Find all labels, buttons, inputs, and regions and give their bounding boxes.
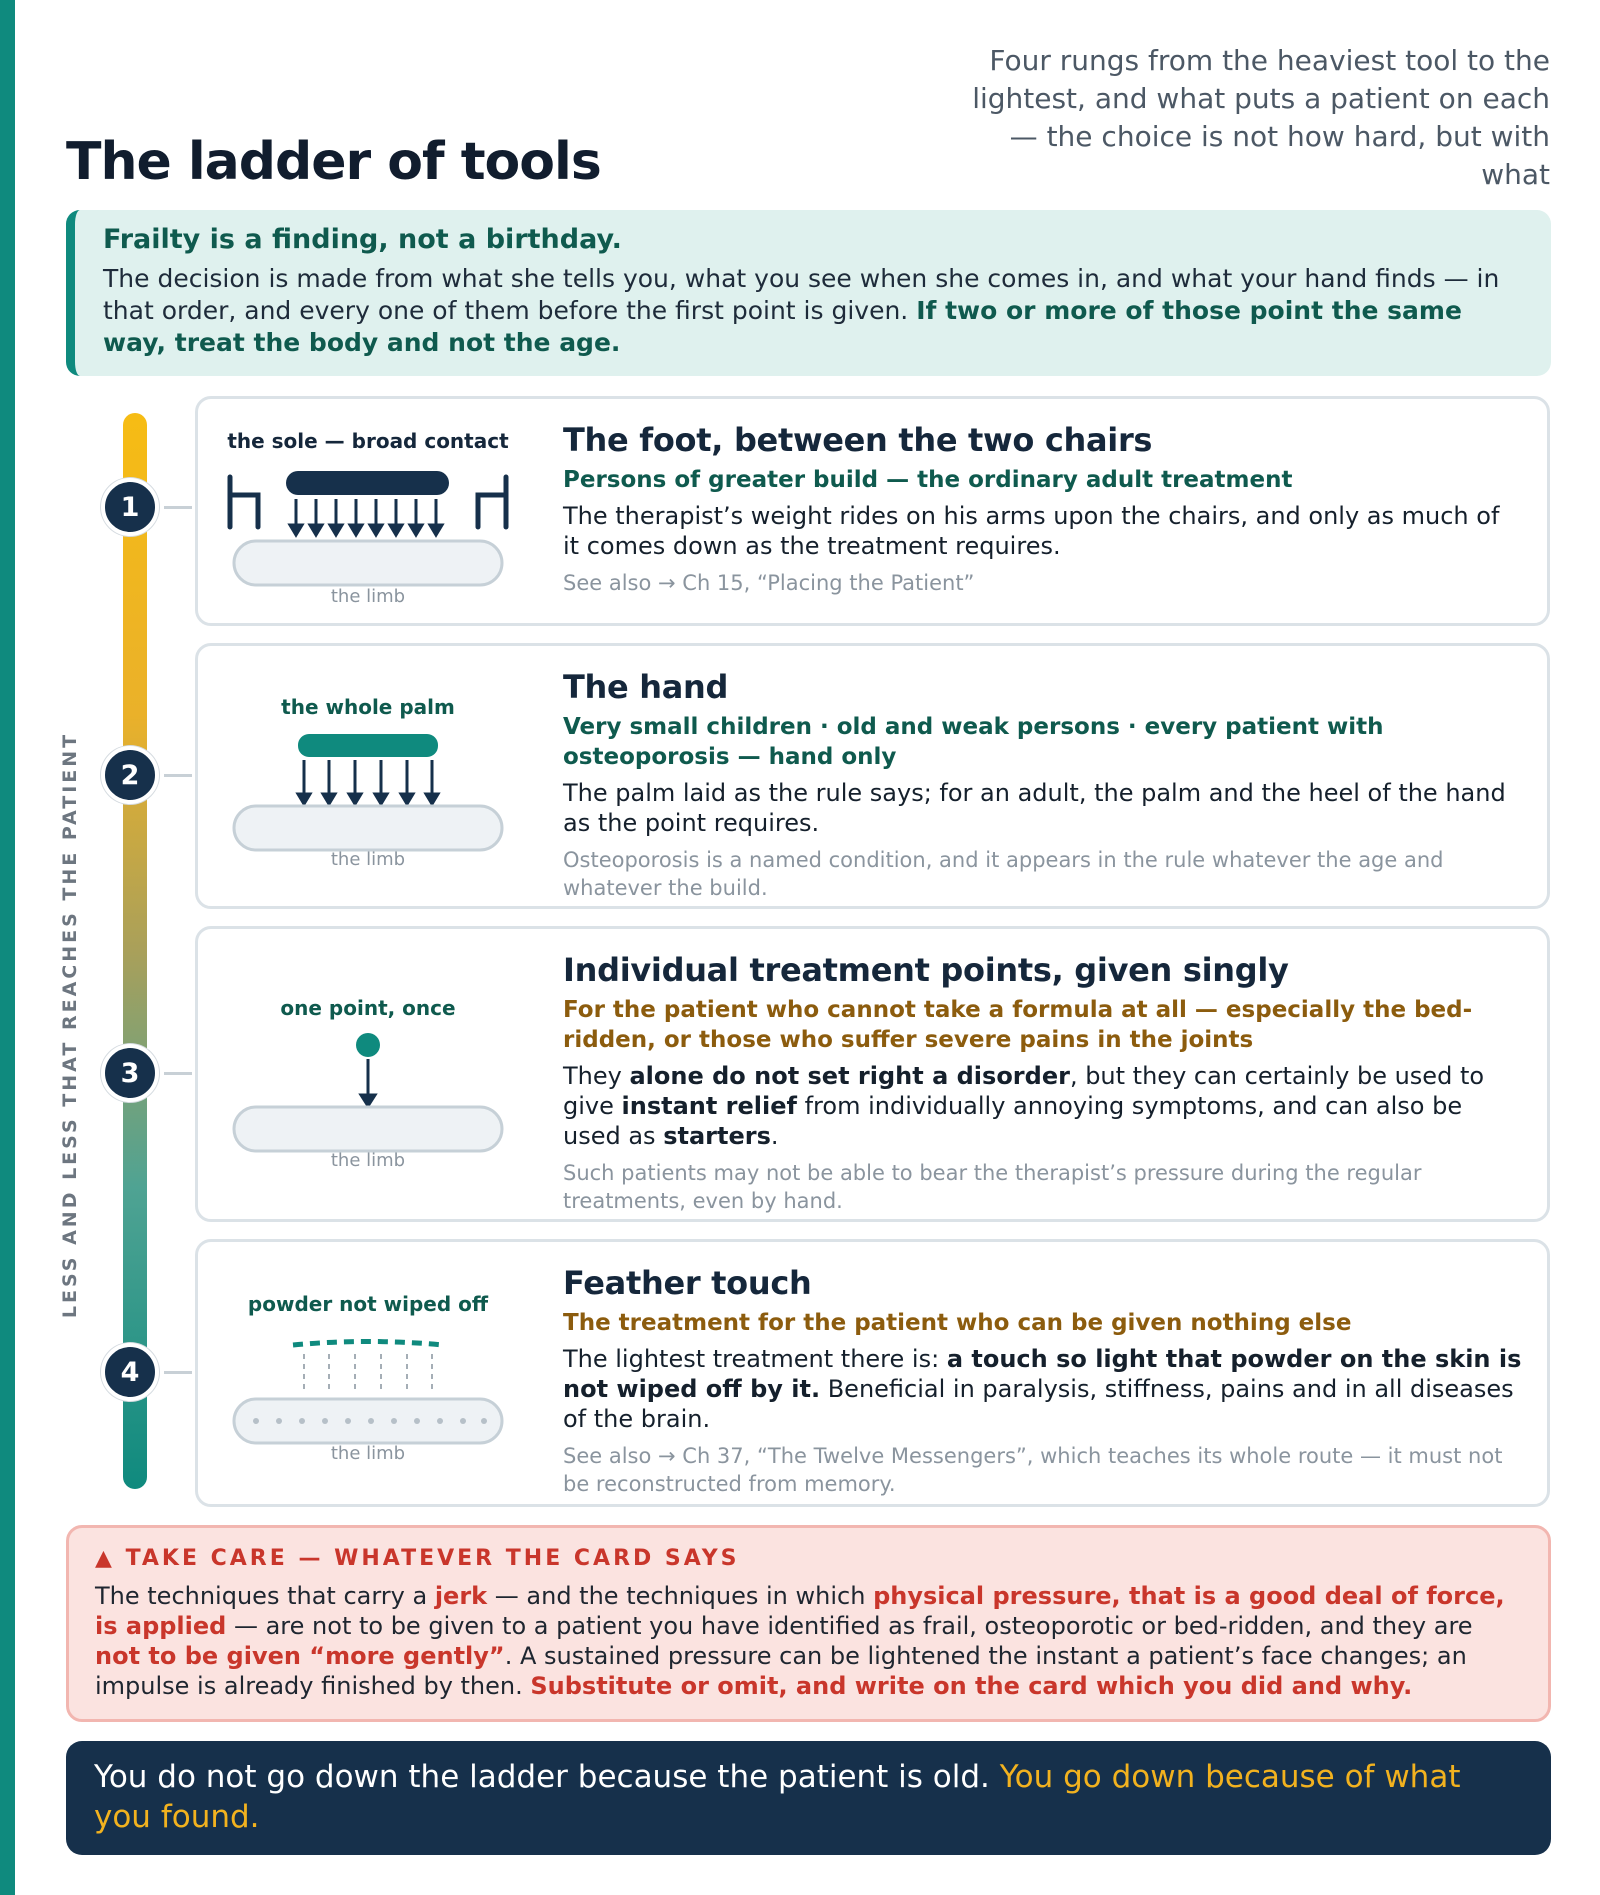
palm-shape	[298, 734, 438, 757]
rung-3-body-bold: starters	[663, 1122, 771, 1150]
pressure-arrows	[287, 499, 445, 538]
limb-shape	[232, 539, 504, 587]
rung-4-illustration: powder not wiped off the limb	[218, 1242, 518, 1504]
rung-3-body-part: , but they can certainly be used to give	[563, 1062, 1485, 1120]
rung-card-3: one point, once the limb Individual trea…	[195, 926, 1550, 1222]
warning-text: The techniques that carry a	[95, 1582, 435, 1610]
rung-3-text: Individual treatment points, given singl…	[563, 951, 1523, 1215]
take-care-warning: ▲ TAKE CARE — WHATEVER THE CARD SAYS The…	[66, 1525, 1551, 1722]
rung-4-illustration-label: powder not wiped off	[248, 1292, 489, 1316]
rung-2-connector	[164, 774, 192, 777]
rung-4-connector	[164, 1371, 192, 1374]
rung-2-number: 2	[101, 746, 159, 804]
rung-3-connector	[164, 1072, 192, 1075]
rung-3-number: 3	[101, 1044, 159, 1102]
warning-body: The techniques that carry a jerk — and t…	[95, 1581, 1522, 1701]
feather-hand-dashed	[292, 1339, 444, 1348]
rung-3-illustration: one point, once the limb	[218, 929, 518, 1219]
rung-4-number: 4	[101, 1343, 159, 1401]
rung-3-illustration-label: one point, once	[280, 996, 455, 1020]
rung-3-limb-label: the limb	[331, 1150, 405, 1171]
left-accent-rail	[0, 0, 15, 1895]
warning-emphasis: Substitute or omit, and write on the car…	[530, 1672, 1413, 1700]
rung-1-illustration-label: the sole — broad contact	[227, 429, 509, 453]
intro-body: The decision is made from what she tells…	[103, 263, 1525, 359]
page-title: The ladder of tools	[66, 132, 602, 192]
rung-2-title: The hand	[563, 668, 729, 706]
rung-card-2: the whole palm the limb The hand Very sm…	[195, 643, 1550, 909]
warning-text: — are not to be given to a patient you h…	[226, 1612, 1473, 1640]
ladder-gradient-bar	[123, 413, 147, 1489]
rung-3-body-part: from individually annoying symptoms, and…	[563, 1092, 1463, 1150]
ladder-axis-label-text: LESS AND LESS THAT REACHES THE PATIENT	[59, 731, 81, 1319]
single-point-diagram: one point, once the limb	[232, 996, 504, 1171]
rung-4-text: Feather touch The treatment for the pati…	[563, 1264, 1523, 1498]
rung-card-1: the sole — broad contact the limb	[195, 396, 1550, 626]
rung-3-body-part: .	[770, 1122, 779, 1150]
rung-1-note: See also → Ch 15, “Placing the Patient”	[563, 571, 975, 595]
warning-emphasis: not to be given “more gently”	[95, 1642, 505, 1670]
rung-1-body: The therapist’s weight rides on his arms…	[563, 501, 1523, 561]
rung-1-limb-label: the limb	[331, 586, 405, 607]
limb-shape	[232, 804, 504, 852]
rung-3-note: Such patients may not be able to bear th…	[563, 1161, 1422, 1213]
feather-touch-diagram: powder not wiped off the limb	[232, 1292, 504, 1464]
rung-4-body-part: Beneficial in paralysis, stiffness, pain…	[563, 1375, 1514, 1433]
rung-2-note: Osteoporosis is a named condition, and i…	[563, 848, 1444, 900]
rung-4-body-part: The lightest treatment there is:	[563, 1345, 947, 1373]
warning-emphasis: jerk	[434, 1582, 488, 1610]
rung-2-illustration: the whole palm the limb	[218, 646, 518, 906]
rung-4-body: The lightest treatment there is: a touch…	[563, 1344, 1523, 1434]
rung-3-body-bold: instant relief	[621, 1092, 797, 1120]
light-touch-lines	[303, 1354, 433, 1392]
rung-3-body: They alone do not set right a disorder, …	[563, 1061, 1523, 1151]
footer-emphasis: You go down because of what you found.	[94, 1759, 1461, 1835]
rung-3-body-part: They	[563, 1062, 630, 1090]
rung-2-limb-label: the limb	[331, 849, 405, 870]
warning-title: ▲ TAKE CARE — WHATEVER THE CARD SAYS	[95, 1546, 740, 1571]
rung-3-who: For the patient who cannot take a formul…	[563, 997, 1473, 1053]
warning-text: . A sustained pressure can be lightened …	[95, 1642, 1467, 1700]
rung-1-who: Persons of greater build — the ordinary …	[563, 467, 1293, 493]
intro-title: Frailty is a finding, not a birthday.	[103, 224, 622, 255]
pressure-arrows	[295, 760, 441, 807]
rung-2-illustration-label: the whole palm	[281, 695, 455, 719]
rung-2-text: The hand Very small children · old and w…	[563, 668, 1523, 902]
rung-4-note: See also → Ch 37, “The Twelve Messengers…	[563, 1444, 1503, 1496]
powder-dots	[253, 1418, 487, 1424]
rung-4-title: Feather touch	[563, 1264, 812, 1302]
limb-shape	[232, 1105, 504, 1153]
foot-pressure-diagram: the sole — broad contact the limb	[227, 429, 509, 607]
chair-right-icon	[475, 474, 509, 530]
page-subtitle: Four rungs from the heaviest tool to the…	[972, 44, 1550, 191]
rung-2-body: The palm laid as the rule says; for an a…	[563, 778, 1523, 838]
rung-4-limb-label: the limb	[331, 1443, 405, 1464]
footer-text: You do not go down the ladder because th…	[94, 1759, 1000, 1795]
rung-1-title: The foot, between the two chairs	[563, 421, 1153, 459]
chair-left-icon	[227, 474, 261, 530]
rung-1-connector	[164, 506, 192, 509]
intro-callout: Frailty is a finding, not a birthday. Th…	[66, 210, 1551, 376]
intro-emphasis: If two or more of those point the same w…	[103, 296, 1462, 357]
rung-4-who: The treatment for the patient who can be…	[563, 1310, 1352, 1336]
rung-card-4: powder not wiped off the limb Feather to…	[195, 1239, 1550, 1507]
header: The ladder of tools Four rungs from the …	[66, 40, 1550, 200]
sole-shape	[286, 471, 449, 495]
palm-pressure-diagram: the whole palm the limb	[232, 695, 504, 870]
rung-1-text: The foot, between the two chairs Persons…	[563, 421, 1523, 597]
intro-text: The decision is made from what she tells…	[103, 264, 1500, 325]
rung-1-body-text: The therapist’s weight rides on his arms…	[563, 502, 1500, 560]
point-marker	[356, 1033, 380, 1057]
warning-text: — and the techniques in which	[487, 1582, 874, 1610]
pressure-arrow	[358, 1059, 378, 1109]
rung-3-body-bold: alone do not set right a disorder	[629, 1062, 1070, 1090]
rung-1-illustration: the sole — broad contact the limb	[218, 399, 518, 623]
rung-1-number: 1	[101, 478, 159, 536]
rung-2-who: Very small children · old and weak perso…	[563, 714, 1384, 770]
rung-2-body-text: The palm laid as the rule says; for an a…	[563, 779, 1506, 837]
warning-emphasis: physical pressure, that is a good deal o…	[95, 1582, 1505, 1640]
footer-banner: You do not go down the ladder because th…	[66, 1741, 1551, 1855]
rung-4-body-bold: a touch so light that powder on the skin…	[563, 1345, 1522, 1403]
rung-3-title: Individual treatment points, given singl…	[563, 951, 1289, 989]
